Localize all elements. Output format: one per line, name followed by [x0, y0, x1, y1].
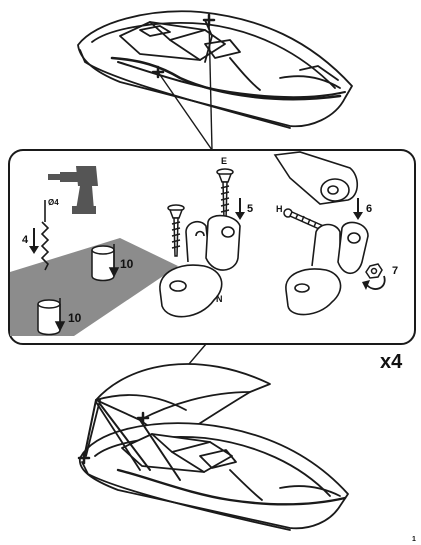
step-number-7: 7: [392, 265, 398, 277]
bracket-label-n: N: [216, 294, 223, 304]
rotate-arrow-icon: [362, 275, 386, 290]
power-drill-icon: [48, 166, 98, 214]
hole-cylinder-b: [91, 244, 120, 282]
drill-bit-label: Ø4: [48, 198, 59, 207]
depth-label-b: 10: [120, 257, 134, 271]
bottom-boat: [79, 363, 349, 531]
step-arrow-4: [29, 228, 39, 254]
screw-icon: [167, 204, 185, 257]
step-number-5: 5: [247, 203, 253, 215]
screw-label-e: E: [221, 156, 227, 166]
frame-tube: [273, 151, 359, 205]
drill-bit-icon: [40, 200, 50, 271]
leader-lines-top: [157, 19, 213, 151]
bolt-label-h: H: [276, 204, 283, 214]
cross-marker-icon: [77, 451, 91, 465]
step-number-4: 4: [22, 234, 29, 246]
screw-icon: [216, 168, 234, 221]
top-boat: [77, 10, 353, 129]
page-mark: 1: [412, 536, 416, 543]
bracket-assembled: [285, 221, 369, 316]
nut-icon: [365, 263, 383, 279]
step-arrow-5: [235, 198, 245, 220]
hole-cylinder-a: [37, 298, 66, 336]
cross-marker-icon: [136, 411, 150, 425]
quantity-label: x4: [380, 351, 403, 373]
step-number-6: 6: [366, 203, 372, 215]
depth-label-a: 10: [68, 311, 82, 325]
bracket-base: [159, 214, 241, 318]
step-arrow-6: [353, 198, 363, 220]
